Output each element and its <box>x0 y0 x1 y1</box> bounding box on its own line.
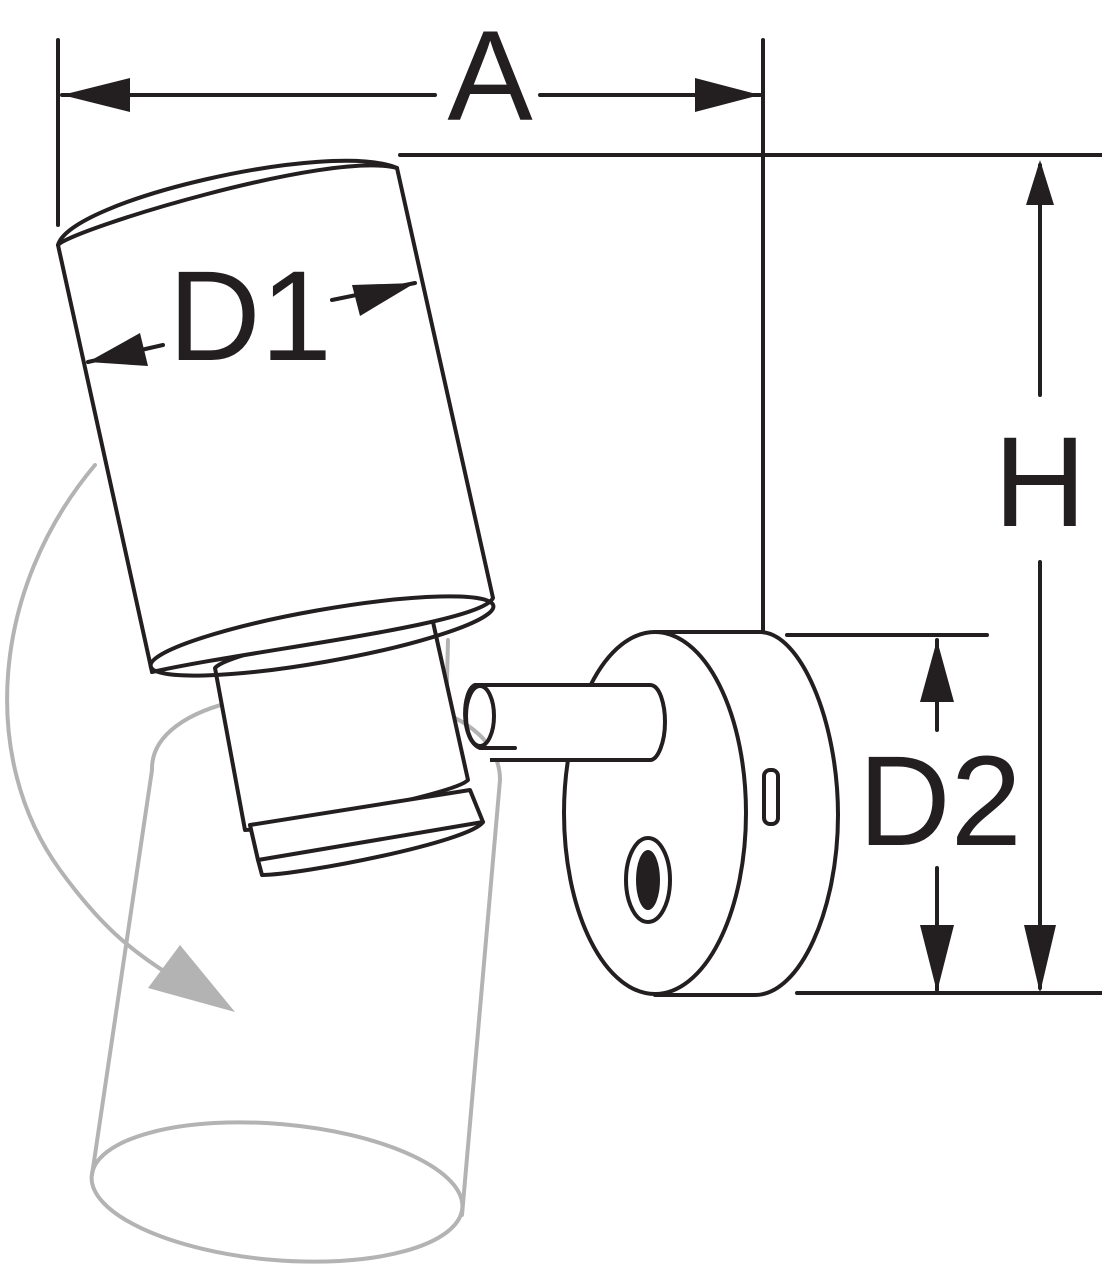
rotation-arrow-head <box>148 945 235 1012</box>
mounting-hole-icon <box>624 836 672 924</box>
lamp-joint <box>213 619 485 877</box>
switch-slot-icon <box>762 768 780 826</box>
stem-arm <box>463 683 667 762</box>
dimension-label-d1: D1 <box>168 245 332 388</box>
dimension-lines <box>56 38 1102 995</box>
dimension-label-a: A <box>447 5 533 148</box>
dimension-label-h: H <box>994 411 1086 554</box>
rotation-arrow <box>5 463 235 1012</box>
dimension-label-d2: D2 <box>858 730 1022 873</box>
lamp-head-cylinder <box>56 158 496 678</box>
